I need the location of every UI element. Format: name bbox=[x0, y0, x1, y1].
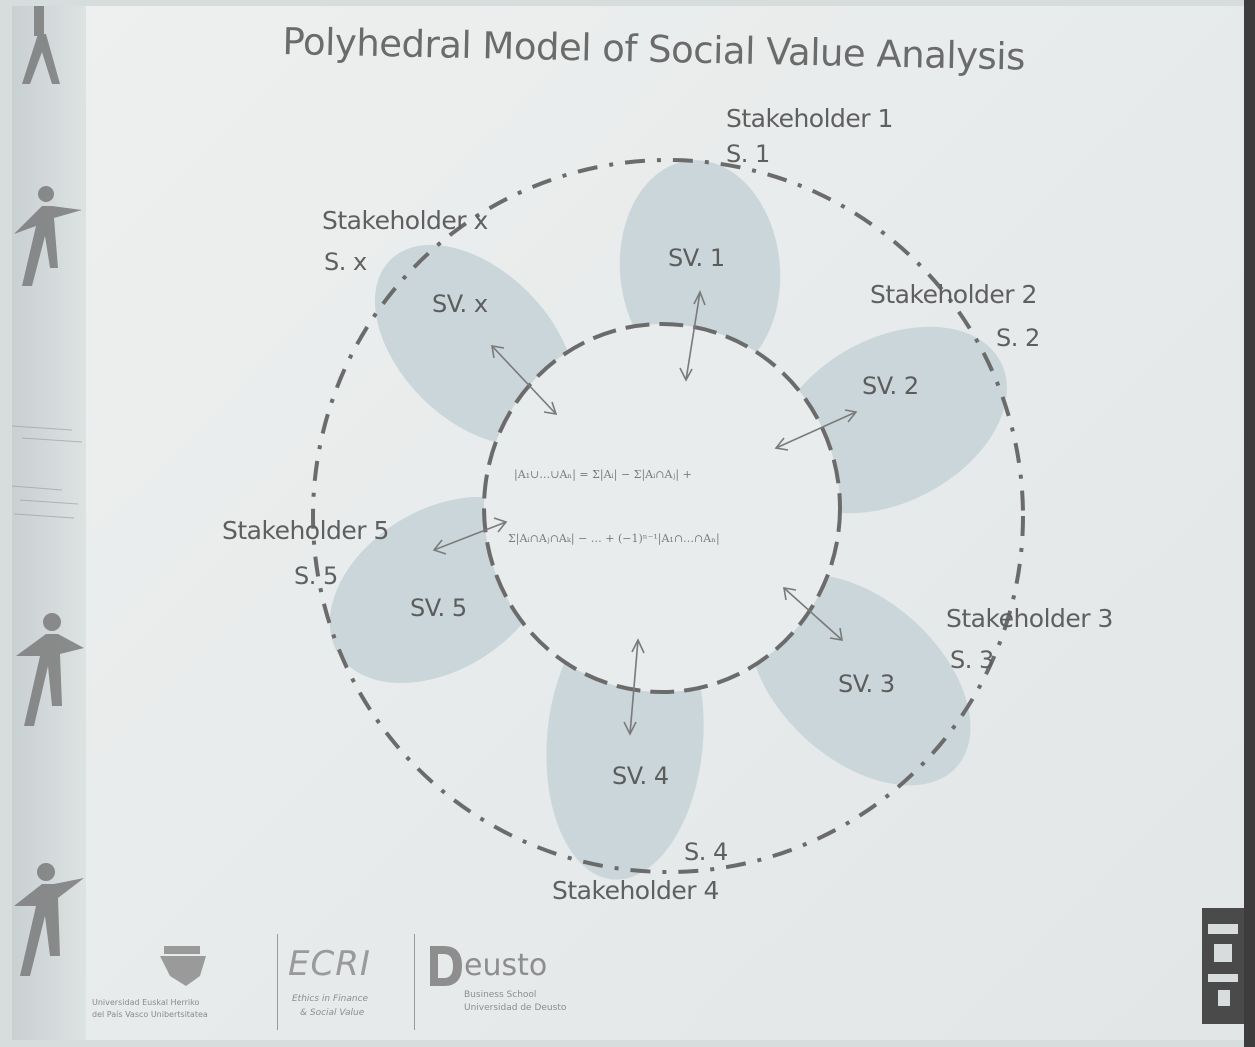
arrow-sv5 bbox=[433, 521, 507, 551]
stakeholder-1-label: Stakeholder 1 bbox=[726, 104, 893, 133]
stakeholder-1-id: S. 1 bbox=[726, 140, 770, 168]
inner-circle bbox=[484, 324, 840, 692]
sv-x-label: SV. x bbox=[432, 290, 488, 318]
stakeholder-2-id: S. 2 bbox=[996, 324, 1040, 352]
stakeholder-3-label: Stakeholder 3 bbox=[946, 604, 1113, 633]
logo-divider-2 bbox=[414, 934, 415, 1030]
petal-sv3 bbox=[749, 574, 971, 786]
stakeholder-5-id: S. 5 bbox=[294, 562, 338, 590]
sv-4-label: SV. 4 bbox=[612, 762, 669, 790]
deusto-logo-text: eusto bbox=[464, 948, 548, 983]
ecri-caption-line-1: Ethics in Finance bbox=[292, 994, 369, 1004]
logo-divider-1 bbox=[277, 934, 278, 1030]
formula-line-2: Σ|Aᵢ∩Aⱼ∩Aₖ| − … + (−1)ⁿ⁻¹|A₁∩…∩Aₙ| bbox=[508, 532, 720, 545]
sv-3-label: SV. 3 bbox=[838, 670, 895, 698]
ecri-caption-line-2: & Social Value bbox=[300, 1008, 365, 1018]
upv-logo-icon bbox=[160, 946, 206, 986]
stakeholder-5-label: Stakeholder 5 bbox=[222, 516, 389, 545]
deusto-d-icon bbox=[430, 946, 462, 986]
human-figures-icon bbox=[11, 6, 84, 976]
upv-caption-line-1: Universidad Euskal Herriko bbox=[92, 998, 200, 1007]
projector-edge bbox=[1244, 0, 1255, 1047]
stakeholder-2-label: Stakeholder 2 bbox=[870, 280, 1037, 309]
arrow-sv3 bbox=[783, 587, 843, 641]
arrow-sv1 bbox=[685, 291, 701, 381]
arrow-sv4 bbox=[629, 639, 639, 735]
outer-dash-dot-circle bbox=[311, 158, 1025, 874]
stakeholder-4-id: S. 4 bbox=[684, 838, 728, 866]
sv-1-label: SV. 1 bbox=[668, 244, 725, 272]
sv-2-label: SV. 2 bbox=[862, 372, 919, 400]
corner-logo-icon bbox=[1202, 908, 1244, 1024]
deusto-caption-line-2: Universidad de Deusto bbox=[464, 1003, 567, 1013]
left-decorative-strip bbox=[11, 6, 86, 1040]
upv-caption-line-2: del País Vasco Unibertsitatea bbox=[92, 1010, 208, 1019]
deusto-caption-line-1: Business School bbox=[464, 990, 537, 1000]
stakeholder-x-label: Stakeholder x bbox=[322, 206, 488, 235]
arrows bbox=[432, 290, 858, 736]
arrow-svx bbox=[491, 345, 557, 415]
inner-dashed-circle bbox=[482, 322, 842, 694]
stakeholder-x-id: S. x bbox=[324, 248, 367, 276]
sv-5-label: SV. 5 bbox=[410, 594, 467, 622]
stakeholder-4-label: Stakeholder 4 bbox=[552, 876, 719, 905]
ecri-logo-text: ECRI bbox=[288, 944, 371, 984]
stakeholder-3-id: S. 3 bbox=[950, 646, 994, 674]
formula-line-1: |A₁∪…∪Aₙ| = Σ|Aᵢ| − Σ|Aᵢ∩Aⱼ| + bbox=[514, 468, 692, 481]
arrow-sv2 bbox=[775, 411, 857, 449]
